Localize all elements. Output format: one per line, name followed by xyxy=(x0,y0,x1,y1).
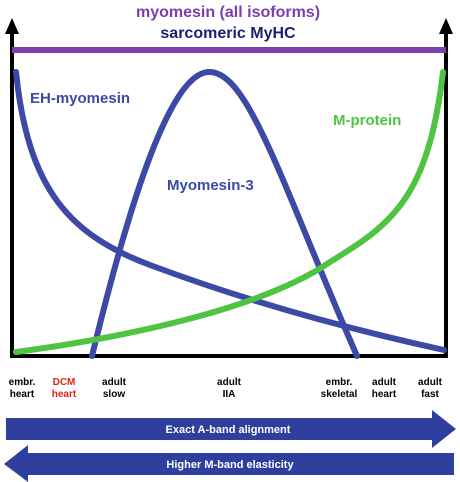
x-label-embr-heart-2: heart xyxy=(10,389,35,400)
x-label-dcm-heart-2: heart xyxy=(52,389,77,400)
y-axis-left-arrowhead xyxy=(5,18,19,34)
eh-myomesin-label: EH-myomesin xyxy=(30,90,130,107)
x-label-adult-iia-1: adult xyxy=(217,377,242,388)
x-label-adult-fast-2: fast xyxy=(421,389,439,400)
x-label-embr-skeletal-1: embr. xyxy=(326,377,353,388)
elasticity-arrow xyxy=(4,445,454,482)
alignment-arrow xyxy=(6,410,456,448)
title-myhc: sarcomeric MyHC xyxy=(160,25,296,42)
x-label-adult-heart-2: heart xyxy=(372,389,397,400)
x-label-embr-heart-1: embr. xyxy=(9,377,36,388)
title-myomesin: myomesin (all isoforms) xyxy=(136,4,320,21)
x-label-adult-slow-1: adult xyxy=(102,377,127,388)
m-protein-label: M-protein xyxy=(333,112,401,129)
x-label-adult-slow-2: slow xyxy=(103,389,125,400)
x-label-embr-skeletal-2: skeletal xyxy=(321,389,358,400)
x-label-adult-fast-1: adult xyxy=(418,377,443,388)
x-label-dcm-heart-1: DCM xyxy=(53,377,76,388)
myomesin3-curve xyxy=(89,68,360,359)
y-axis-right-arrowhead xyxy=(439,18,453,34)
elasticity-arrow-label: Higher M-band elasticity xyxy=(166,459,294,471)
m-protein-curve xyxy=(13,69,446,355)
alignment-arrow-label: Exact A-band alignment xyxy=(166,424,291,436)
x-label-adult-iia-2: IIA xyxy=(223,389,236,400)
myomesin3-label: Myomesin-3 xyxy=(167,177,254,194)
x-label-adult-heart-1: adult xyxy=(372,377,397,388)
